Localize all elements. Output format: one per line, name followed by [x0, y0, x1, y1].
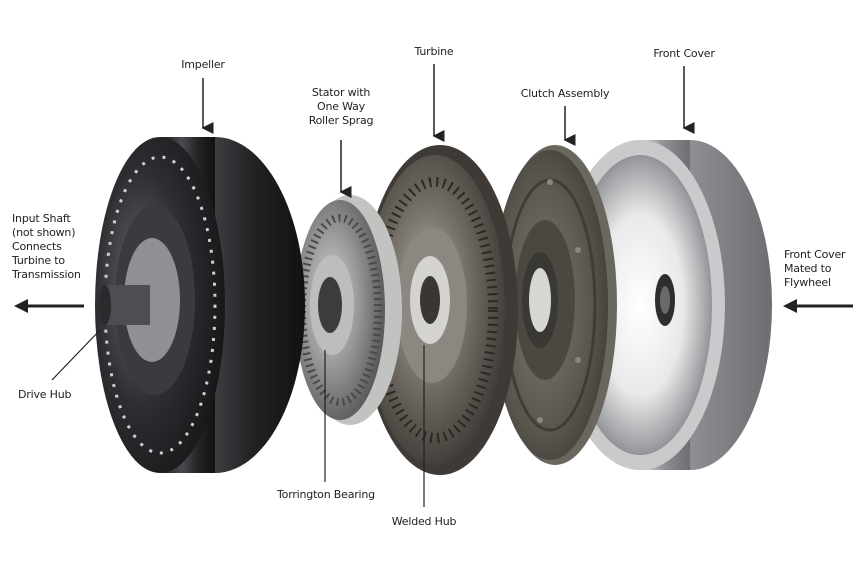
label-drive-hub: Drive Hub: [18, 388, 72, 401]
clutch-assembly-part: [492, 145, 617, 465]
turbine-part: [362, 145, 518, 475]
label-torrington-bearing: Torrington Bearing: [277, 488, 375, 501]
label-impeller: Impeller: [181, 58, 225, 71]
label-input-shaft: Input Shaft (not shown) Connects Turbine…: [12, 212, 81, 282]
label-front-cover: Front Cover: [653, 47, 715, 60]
label-input-shaft-line-3: Connects: [12, 240, 62, 253]
label-stator-line-1: Stator with: [311, 86, 371, 99]
stator-part: [295, 195, 402, 425]
label-stator: Stator with One Way Roller Sprag: [309, 86, 374, 128]
label-stator-line-2: One Way: [317, 100, 365, 113]
label-front-cover-mated-line-2: Mated to: [784, 262, 832, 275]
impeller-part: [95, 137, 305, 473]
label-clutch-assembly: Clutch Assembly: [520, 87, 610, 100]
label-input-shaft-line-1: Input Shaft: [12, 212, 71, 225]
label-input-shaft-line-2: (not shown): [12, 226, 76, 239]
label-turbine: Turbine: [414, 45, 454, 58]
label-front-cover-mated-line-3: Flywheel: [784, 276, 831, 289]
label-input-shaft-line-5: Transmission: [12, 268, 81, 281]
label-stator-line-3: Roller Sprag: [308, 114, 374, 127]
label-input-shaft-line-4: Turbine to: [12, 254, 65, 267]
label-front-cover-mated: Front Cover Mated to Flywheel: [784, 248, 846, 290]
label-front-cover-mated-line-1: Front Cover: [784, 248, 846, 261]
label-welded-hub: Welded Hub: [391, 515, 457, 528]
